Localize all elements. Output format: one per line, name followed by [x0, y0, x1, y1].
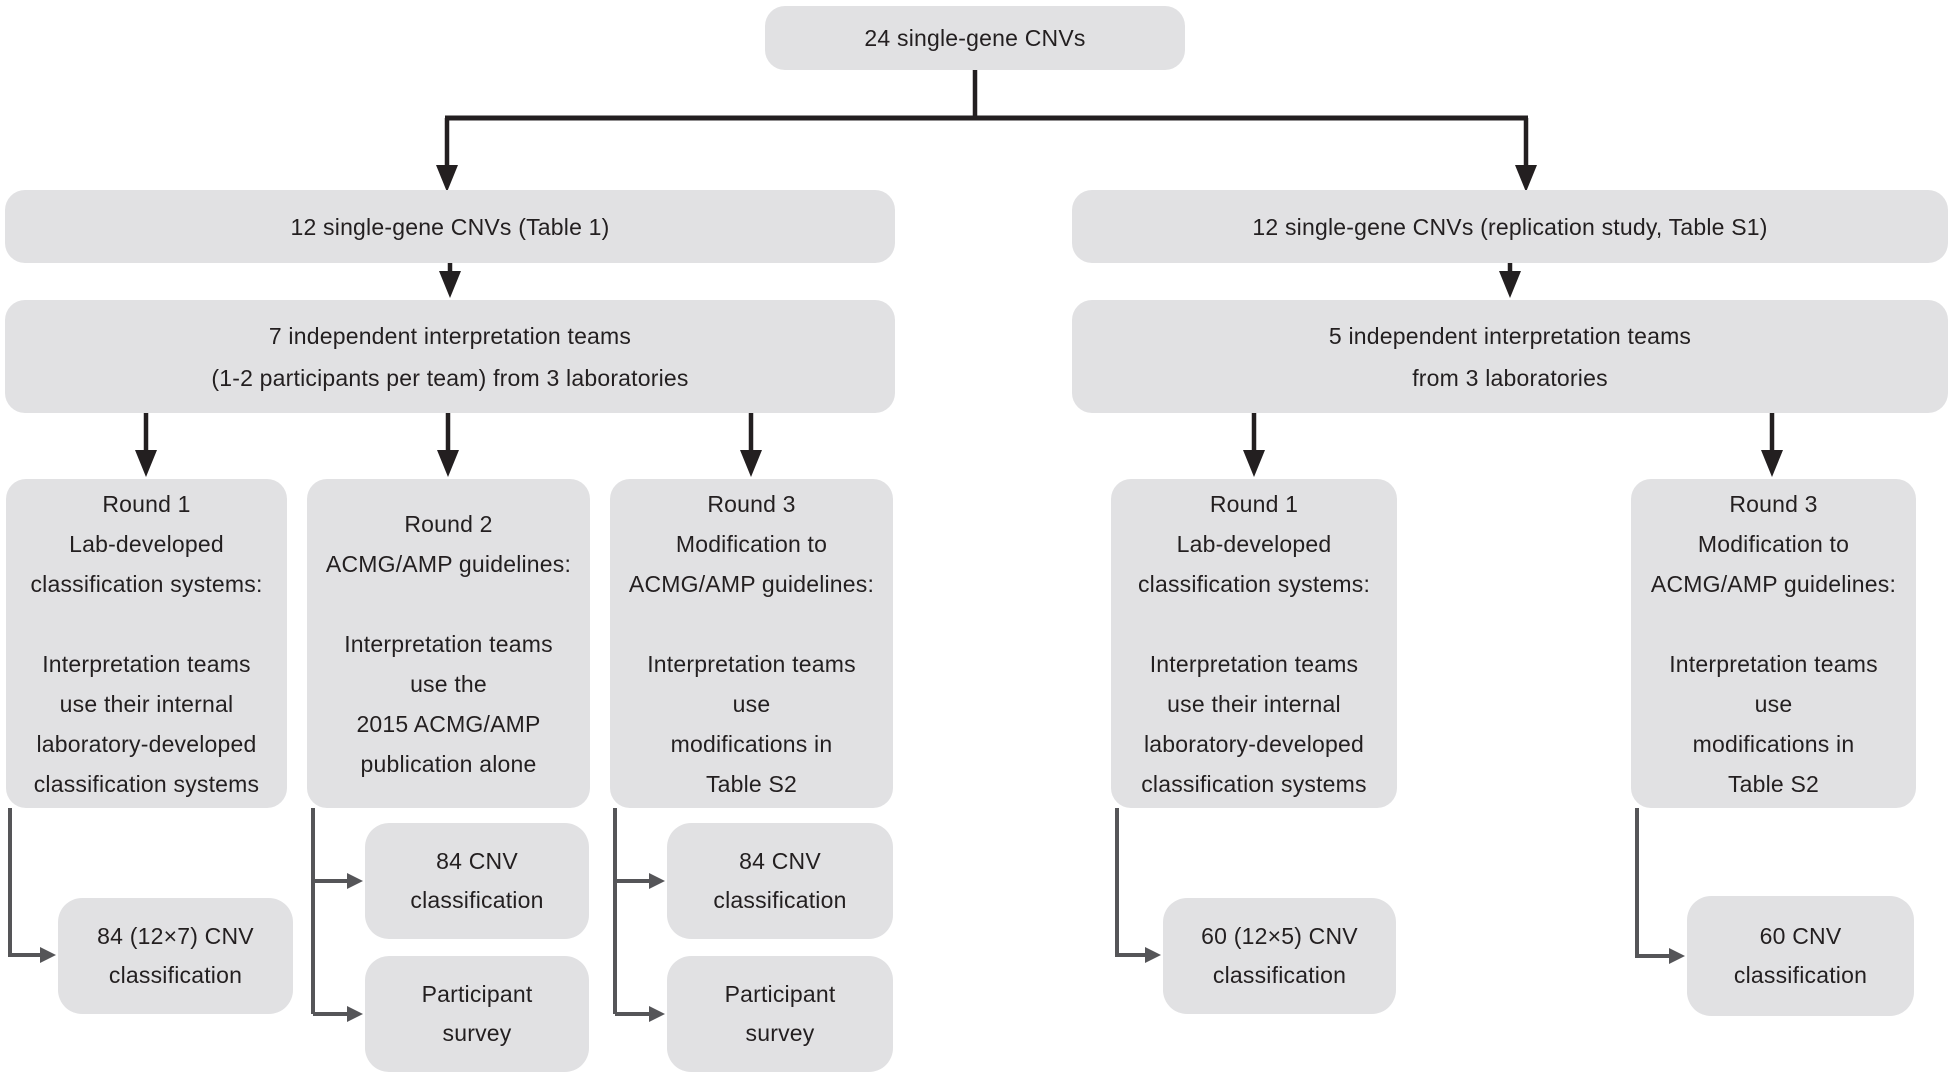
arrow-left-cohort-to-teams [439, 263, 461, 298]
node-right-round3: Round 3 Modification to ACMG/AMP guideli… [1631, 479, 1916, 808]
node-left-round3-output-classification-label: 84 CNV classification [713, 848, 847, 913]
node-left-round2-output-survey-label: Participant survey [421, 981, 533, 1046]
main-flow-arrows [135, 70, 1783, 477]
arrow-branch-left [436, 118, 458, 192]
node-left-round3-output-classification: 84 CNV classification [667, 823, 893, 939]
arrow-right-cohort-to-teams [1499, 263, 1521, 298]
node-right-teams-label: 5 independent interpretation teams from … [1328, 322, 1692, 391]
node-left-cohort-label: 12 single-gene CNVs (Table 1) [290, 213, 610, 240]
node-left-round2-output-classification-label: 84 CNV classification [410, 848, 544, 913]
node-left-round1-output: 84 (12×7) CNV classification [58, 898, 293, 1014]
arrow-right-teams-to-round3 [1761, 413, 1783, 477]
node-left-round1-output-label: 84 (12×7) CNV classification [97, 923, 254, 988]
node-left-round3-output-survey: Participant survey [667, 956, 893, 1072]
node-right-round1-label: Round 1 Lab-developed classification sys… [1137, 490, 1371, 797]
elbow-right-round3-output [1635, 808, 1685, 964]
node-left-teams-label: 7 independent interpretation teams (1-2 … [211, 322, 689, 391]
node-left-round2-output-survey: Participant survey [365, 956, 589, 1072]
node-right-teams: 5 independent interpretation teams from … [1072, 300, 1948, 413]
arrow-left-teams-to-round3 [740, 413, 762, 477]
node-right-round1-output-label: 60 (12×5) CNV classification [1201, 923, 1358, 988]
node-left-round2: Round 2 ACMG/AMP guidelines: Interpretat… [307, 479, 590, 808]
elbow-right-round1-output [1115, 808, 1161, 963]
arrow-right-teams-to-round1 [1243, 413, 1265, 477]
node-left-round2-output-classification: 84 CNV classification [365, 823, 589, 939]
node-left-teams: 7 independent interpretation teams (1-2 … [5, 300, 895, 413]
node-left-round1: Round 1 Lab-developed classification sys… [6, 479, 287, 808]
node-right-round3-label: Round 3 Modification to ACMG/AMP guideli… [1650, 490, 1897, 797]
arrow-branch-right [1515, 118, 1537, 192]
node-left-round3-label: Round 3 Modification to ACMG/AMP guideli… [628, 490, 875, 797]
elbow-left-round2-outputs [311, 808, 363, 1022]
node-left-round3: Round 3 Modification to ACMG/AMP guideli… [610, 479, 893, 808]
node-right-cohort-label: 12 single-gene CNVs (replication study, … [1252, 213, 1768, 240]
node-left-round3-output-survey-label: Participant survey [724, 981, 836, 1046]
node-left-round2-label: Round 2 ACMG/AMP guidelines: Interpretat… [325, 510, 572, 777]
node-left-round1-label: Round 1 Lab-developed classification sys… [30, 490, 263, 797]
node-right-round1-output: 60 (12×5) CNV classification [1163, 898, 1396, 1014]
node-right-round3-output: 60 CNV classification [1687, 896, 1914, 1016]
node-root-cnvs: 24 single-gene CNVs [765, 6, 1185, 70]
arrow-left-teams-to-round1 [135, 413, 157, 477]
elbow-left-round3-outputs [613, 808, 665, 1022]
node-right-cohort: 12 single-gene CNVs (replication study, … [1072, 190, 1948, 263]
node-right-round1: Round 1 Lab-developed classification sys… [1111, 479, 1397, 808]
elbow-left-round1-output [8, 808, 56, 963]
node-root-label: 24 single-gene CNVs [864, 25, 1086, 51]
node-right-round3-output-label: 60 CNV classification [1733, 923, 1868, 988]
arrow-left-teams-to-round2 [437, 413, 459, 477]
node-left-cohort: 12 single-gene CNVs (Table 1) [5, 190, 895, 263]
